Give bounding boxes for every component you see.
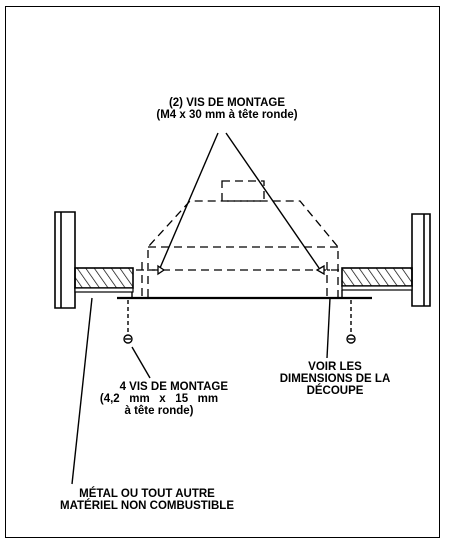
right-cabinet-wall <box>411 213 431 307</box>
cutout-label: VOIR LES DIMENSIONS DE LA DÉCOUPE <box>272 361 398 397</box>
cutout-line3: DÉCOUPE <box>306 385 364 397</box>
cutout-line2: DIMENSIONS DE LA <box>279 373 391 385</box>
lower-screw-right <box>346 300 356 344</box>
lower-label-leaders <box>71 297 331 485</box>
material-line1: MÉTAL OU TOUT AUTRE <box>79 488 215 500</box>
material-line2: MATÉRIEL NON COMBUSTIBLE <box>60 500 234 512</box>
top-screws-line2: (M4 x 30 mm à tête ronde) <box>156 109 298 121</box>
left-cabinet-wall <box>54 211 76 309</box>
material-label: MÉTAL OU TOUT AUTRE MATÉRIEL NON COMBUST… <box>16 488 278 512</box>
left-countertop <box>74 267 134 293</box>
bottom-screws-line2: (4,2 mm x 15 mm <box>99 393 219 405</box>
right-countertop <box>341 267 413 291</box>
bottom-screws-line1: 4 VIS DE MONTAGE <box>119 381 228 393</box>
bottom-screws-label: 4 VIS DE MONTAGE (4,2 mm x 15 mm à tête … <box>84 381 234 417</box>
top-label-leaders <box>159 132 320 269</box>
upper-screw-right <box>315 264 330 276</box>
cutout-line1: VOIR LES <box>308 361 362 373</box>
top-screws-label: (2) VIS DE MONTAGE (M4 x 30 mm à tête ro… <box>127 97 327 121</box>
top-screws-line1: (2) VIS DE MONTAGE <box>168 97 286 109</box>
upper-screw-left <box>152 264 166 276</box>
bottom-screws-line3: à tête ronde) <box>124 405 194 417</box>
diagram-frame <box>5 6 440 538</box>
lower-screw-left <box>123 300 133 344</box>
appliance-outline <box>136 180 340 297</box>
